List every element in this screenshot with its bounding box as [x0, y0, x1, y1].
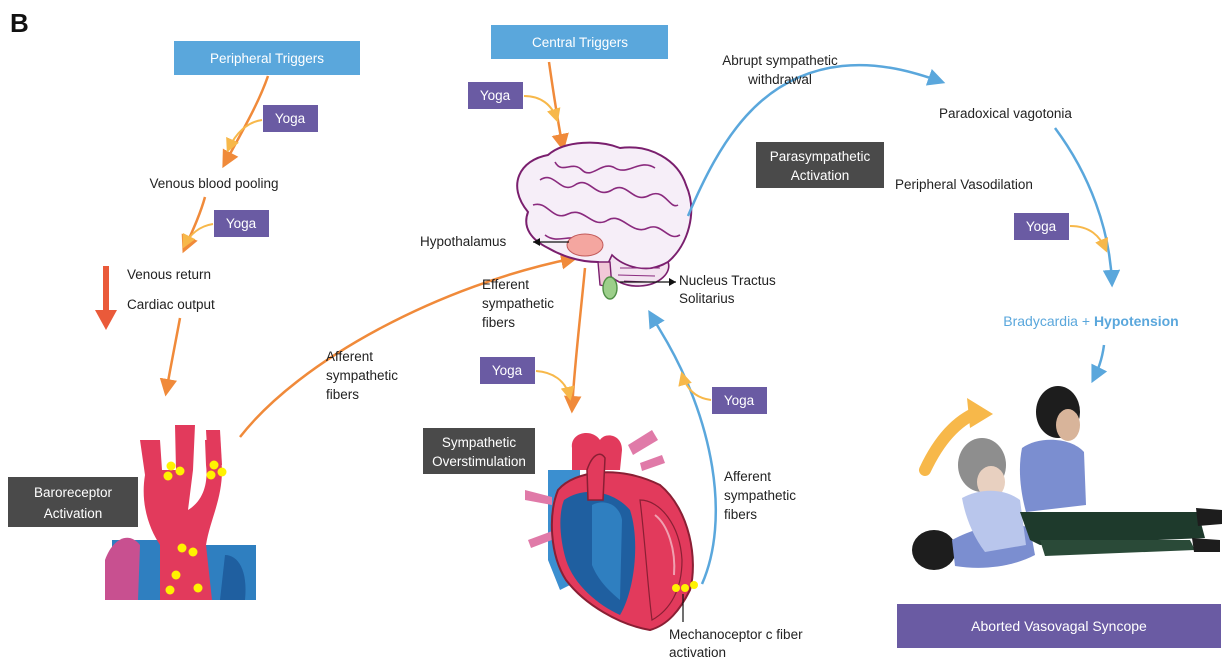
hypothalamus-label: Hypothalamus — [420, 234, 507, 249]
left-afferent-line3: fibers — [326, 387, 359, 402]
efferent-line1: Efferent — [482, 277, 529, 292]
yoga-label-left-2: Yoga — [226, 216, 257, 231]
decrease-arrow-icon — [95, 310, 117, 330]
nts-line2: Solitarius — [679, 291, 735, 306]
yoga-label-right: Yoga — [1026, 219, 1057, 234]
overstimulation-line2: Overstimulation — [432, 454, 526, 469]
overstimulation-line1: Sympathetic — [442, 435, 517, 450]
mechanoceptor-line2: activation — [669, 645, 726, 659]
left-afferent-line2: sympathetic — [326, 368, 398, 383]
brain-illustration — [517, 143, 691, 299]
parasympathetic-line1: Parasympathetic — [770, 149, 871, 164]
vagotonia-to-bradycardia-arrow — [1055, 128, 1112, 284]
brain-to-vagotonia-arrow — [688, 65, 942, 216]
parasympathetic-line2: Activation — [791, 168, 850, 183]
yoga-label-brain: Yoga — [480, 88, 511, 103]
baroreceptor-line1: Baroreceptor — [34, 485, 113, 500]
central-to-brain-arrow — [549, 62, 563, 148]
yoga-heart-arrow — [536, 371, 570, 398]
yoga-right-arrow — [1070, 226, 1106, 250]
bradycardia-line: Bradycardia + Hypotension — [1003, 313, 1178, 329]
panel-label: B — [10, 8, 29, 38]
outcome-label: Aborted Vasovagal Syncope — [971, 618, 1147, 634]
plus-text: + — [1078, 313, 1094, 329]
output-to-baroreceptor-arrow — [166, 318, 180, 393]
efferent-line2: sympathetic — [482, 296, 554, 311]
baroreceptor-line2: Activation — [44, 506, 103, 521]
withdrawal-line2: withdrawal — [747, 72, 812, 87]
cardiac-output-text: Cardiac output — [127, 297, 215, 312]
bradycardia-to-syncope-arrow — [1093, 345, 1104, 380]
brain-to-heart-arrow — [572, 268, 585, 410]
syncope-illustration — [912, 386, 1222, 570]
heart-illustration — [525, 430, 698, 630]
nts-line1: Nucleus Tractus — [679, 273, 776, 288]
right-afferent-line2: sympathetic — [724, 488, 796, 503]
venous-pooling-text: Venous blood pooling — [149, 176, 278, 191]
vagotonia-text: Paradoxical vagotonia — [939, 106, 1072, 121]
hypotension-text: Hypotension — [1094, 313, 1179, 329]
left-afferent-line1: Afferent — [326, 349, 373, 364]
yoga-label-mechano: Yoga — [724, 393, 755, 408]
mechanoceptor-line1: Mechanoceptor c fiber — [669, 627, 803, 642]
right-afferent-line1: Afferent — [724, 469, 771, 484]
central-triggers-label: Central Triggers — [532, 35, 628, 50]
venous-return-text: Venous return — [127, 267, 211, 282]
withdrawal-line1: Abrupt sympathetic — [722, 53, 838, 68]
vasodilation-text: Peripheral Vasodilation — [895, 177, 1033, 192]
right-afferent-line3: fibers — [724, 507, 757, 522]
bradycardia-text: Bradycardia — [1003, 313, 1078, 329]
yoga-label-left-1: Yoga — [275, 111, 306, 126]
peripheral-triggers-label: Peripheral Triggers — [210, 51, 324, 66]
efferent-line3: fibers — [482, 315, 515, 330]
nts-pointer-head — [669, 278, 676, 286]
yoga-label-heart: Yoga — [492, 363, 523, 378]
yoga-brain-arrow — [524, 96, 557, 120]
